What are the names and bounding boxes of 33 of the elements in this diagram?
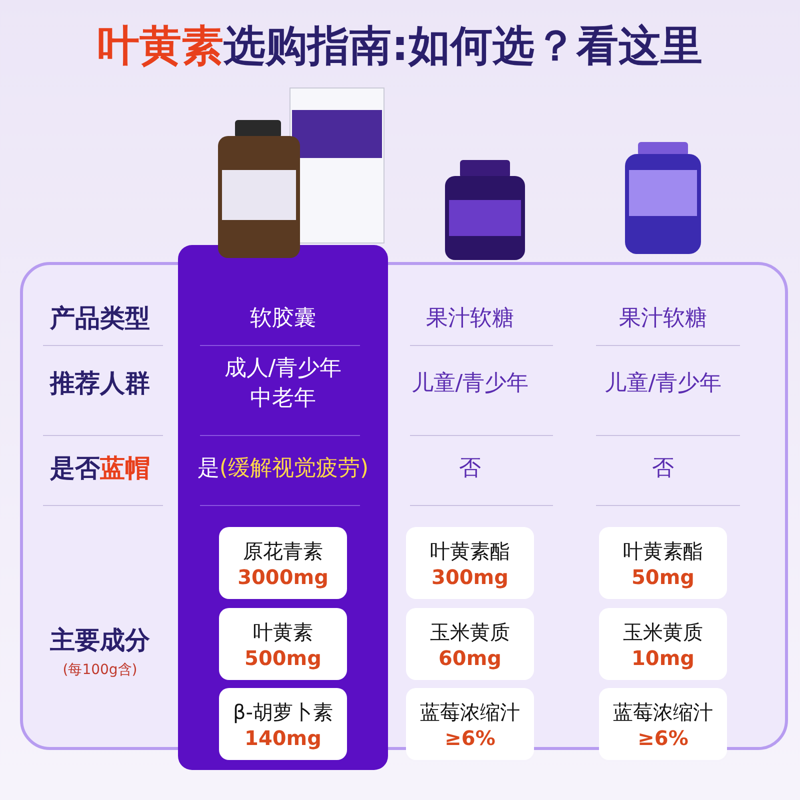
ingredient-amount: 300mg: [432, 564, 508, 588]
cell-text: 儿童/青少年: [411, 370, 529, 398]
ingredient-amount: 500mg: [244, 646, 322, 670]
cell-text: 是(缓解视觉疲劳): [197, 455, 369, 483]
ingredient-name: 玉米黄质: [623, 618, 703, 646]
ingredient-amount: 140mg: [244, 726, 322, 750]
ingredient-amount: 3000mg: [238, 564, 328, 588]
row-header: 是否蓝帽: [50, 452, 150, 484]
page-title: 叶黄素选购指南:如何选？看这里: [96, 20, 704, 72]
ingredient-name: β-胡萝卜素: [233, 698, 333, 726]
ingredient-name: 叶黄素: [253, 618, 313, 646]
row-header: 主要成分: [50, 624, 150, 656]
row-header: 推荐人群: [50, 368, 150, 400]
row-header: 产品类型: [50, 302, 150, 334]
ingredient-amount: 10mg: [632, 646, 694, 670]
ingredient-amount: 50mg: [632, 564, 694, 588]
ingredient-name: 叶黄素酯: [430, 538, 510, 564]
cell-text: 否: [652, 455, 674, 483]
ingredient-name: 蓝莓浓缩汁: [420, 698, 520, 726]
ingredient-name: 玉米黄质: [430, 618, 510, 646]
ingredient-amount: ≥6%: [444, 726, 496, 750]
cell-text: 软胶囊: [250, 305, 316, 333]
cell-text: 果汁软糖: [619, 305, 707, 333]
cell-text: 儿童/青少年: [604, 370, 722, 398]
cell-text: 成人/青少年中老年: [223, 355, 343, 413]
cell-text: 果汁软糖: [426, 305, 514, 333]
cell-text: 否: [459, 455, 481, 483]
footnote: (每100g含): [62, 661, 138, 679]
ingredient-name: 叶黄素酯: [623, 538, 703, 564]
ingredient-amount: ≥6%: [638, 726, 688, 750]
ingredient-name: 蓝莓浓缩汁: [613, 698, 713, 726]
ingredient-amount: 60mg: [438, 646, 502, 670]
ingredient-name: 原花青素: [243, 538, 323, 564]
